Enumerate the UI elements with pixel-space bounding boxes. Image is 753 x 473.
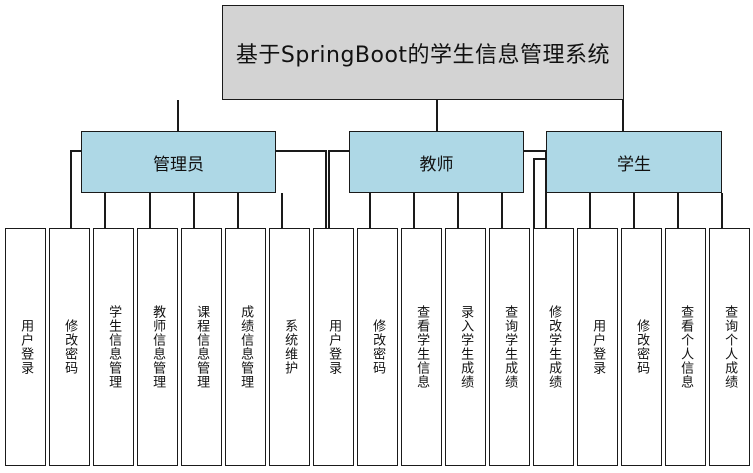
leaf-node-label: 用户登录 — [590, 319, 606, 375]
leaf-node[interactable]: 查询个人成绩 — [709, 228, 750, 466]
leaf-node[interactable]: 学生信息管理 — [93, 228, 134, 466]
leaf-node-label: 修改学生成绩 — [546, 305, 562, 389]
link-admin-leaf7 — [276, 150, 327, 228]
leaf-node[interactable]: 查看个人信息 — [665, 228, 706, 466]
role-node-admin[interactable]: 管理员 — [81, 131, 276, 193]
leaf-node-label: 修改密码 — [370, 319, 386, 375]
leaf-node-label: 查询个人成绩 — [722, 305, 738, 389]
leaf-node[interactable]: 系统维护 — [269, 228, 310, 466]
leaf-node[interactable]: 查询学生成绩 — [489, 228, 530, 466]
leaf-node-label: 系统维护 — [282, 319, 298, 375]
leaf-node-label: 录入学生成绩 — [458, 305, 474, 389]
link-teacher-leaf8 — [328, 150, 349, 228]
leaf-node[interactable]: 用户登录 — [577, 228, 618, 466]
root-node-label: 基于SpringBoot的学生信息管理系统 — [235, 42, 611, 68]
leaf-node[interactable]: 修改密码 — [621, 228, 662, 466]
leaf-node[interactable]: 修改密码 — [49, 228, 90, 466]
link-admin-leaf1 — [70, 150, 81, 228]
leaf-node-label: 查看学生信息 — [414, 305, 430, 389]
leaf-node[interactable]: 修改学生成绩 — [533, 228, 574, 466]
leaf-node-label: 学生信息管理 — [106, 305, 122, 389]
leaf-node[interactable]: 查看学生信息 — [401, 228, 442, 466]
link-student-leaf14 — [533, 158, 546, 228]
leaf-node-label: 查询学生成绩 — [502, 305, 518, 389]
leaf-node[interactable]: 教师信息管理 — [137, 228, 178, 466]
leaf-node-label: 课程信息管理 — [194, 305, 210, 389]
leaf-node[interactable]: 课程信息管理 — [181, 228, 222, 466]
leaf-node-label: 教师信息管理 — [150, 305, 166, 389]
leaf-node[interactable]: 用户登录 — [5, 228, 46, 466]
leaf-node[interactable]: 修改密码 — [357, 228, 398, 466]
leaf-node-label: 修改密码 — [62, 319, 78, 375]
role-node-teacher[interactable]: 教师 — [349, 131, 524, 193]
role-node-student-label: 学生 — [617, 154, 651, 175]
role-node-student[interactable]: 学生 — [546, 131, 722, 193]
leaf-node-label: 修改密码 — [634, 319, 650, 375]
leaf-node-label: 成绩信息管理 — [238, 305, 254, 389]
leaf-node[interactable]: 成绩信息管理 — [225, 228, 266, 466]
root-node-system-title: 基于SpringBoot的学生信息管理系统 — [222, 5, 624, 100]
leaf-node-label: 查看个人信息 — [678, 305, 694, 389]
role-node-admin-label: 管理员 — [153, 154, 204, 175]
leaf-node-label: 用户登录 — [326, 319, 342, 375]
role-node-teacher-label: 教师 — [419, 154, 454, 175]
leaf-node[interactable]: 用户登录 — [313, 228, 354, 466]
leaf-node-label: 用户登录 — [18, 319, 34, 375]
leaf-node[interactable]: 录入学生成绩 — [445, 228, 486, 466]
link-teacher-leaf13 — [524, 150, 547, 228]
